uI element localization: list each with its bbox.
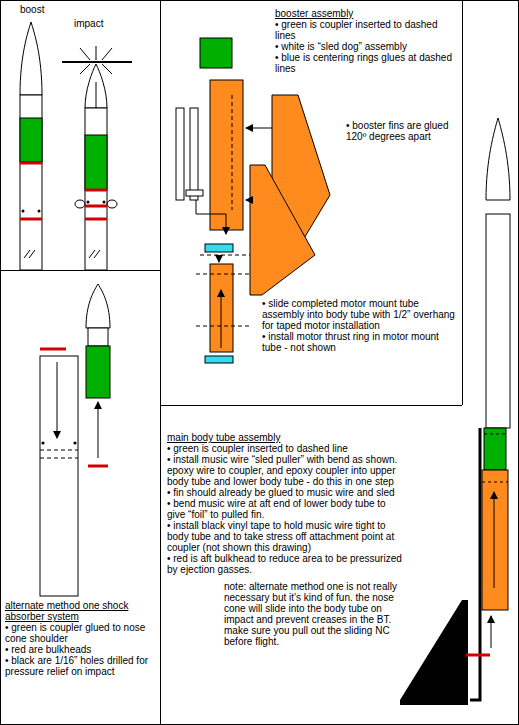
note-text: • install black vinyl tape to hold music…	[167, 520, 405, 553]
note-text: • fin should already be glued to music w…	[167, 487, 405, 498]
panel-main-body-tube: main body tube assembly• green is couple…	[160, 405, 462, 725]
note-text: impact	[74, 18, 124, 29]
note-text: • green is coupler inserted to dashed li…	[167, 443, 405, 454]
note-text: • install motor thrust ring in motor mou…	[262, 331, 458, 353]
note-text: • white is “sled dog” assembly	[275, 41, 457, 52]
note-text: • slide completed motor mount tube assem…	[262, 298, 458, 331]
panel-heading: booster assembly	[275, 8, 425, 19]
panel-shock-absorber: alternate method one shock absorber syst…	[0, 270, 160, 725]
panel-heading: main body tube assembly	[167, 432, 367, 443]
note-text: note: alternate method one is not really…	[224, 581, 400, 647]
note-text: • red are bulkheads	[5, 644, 155, 655]
note-text: • black are 1/16” holes drilled for pres…	[5, 655, 155, 677]
panel-heading: alternate method one shock absorber syst…	[5, 600, 155, 622]
panel-boost-impact: boost impact	[0, 0, 160, 270]
note-text: • blue is centering rings glues at dashe…	[275, 52, 457, 74]
note-text: • red is aft bulkhead to reduce area to …	[167, 553, 405, 575]
note-text: • booster fins are glued 120º degrees ap…	[346, 120, 458, 142]
panel-booster-assembly: booster assembly• green is coupler inser…	[160, 0, 462, 405]
note-text: boost	[20, 4, 60, 15]
note-text: • green is coupler glued to nose cone sh…	[5, 622, 155, 644]
note-text: • install music wire “sled puller” with …	[167, 454, 405, 487]
note-text: • bend music wire at aft end of lower bo…	[167, 498, 405, 520]
note-text: • green is coupler inserted to dashed li…	[275, 19, 457, 41]
